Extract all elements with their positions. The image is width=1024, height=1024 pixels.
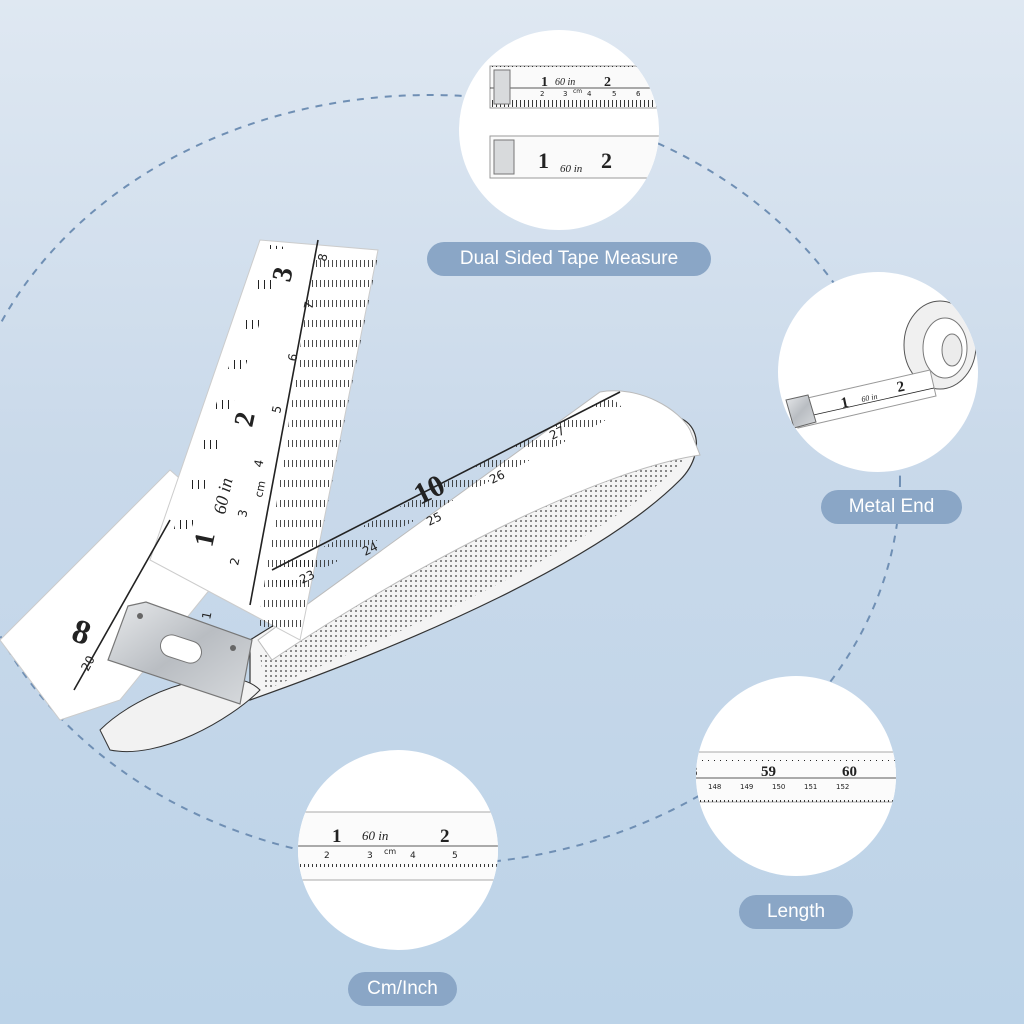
- svg-text:24: 24: [360, 539, 380, 558]
- main-unit: cm: [252, 480, 268, 499]
- svg-text:26: 26: [487, 467, 507, 486]
- cm-inch-cm-numbers: 2 3 cm 4 5: [324, 847, 458, 861]
- length-cm-numbers: 148 149 150 151 152: [708, 783, 849, 791]
- detail-circle-length: 8 59 60 148 149 150 151 152: [690, 676, 896, 876]
- detail-circle-cm-inch: 1 60 in 2 2 3 cm 4 5: [298, 750, 498, 950]
- metal-brand: 60 in: [861, 392, 879, 404]
- main-inch-1: 1: [189, 529, 222, 549]
- svg-text:150: 150: [772, 783, 785, 791]
- svg-text:cm: cm: [573, 88, 582, 95]
- length-inch-60: 60: [842, 764, 857, 780]
- svg-text:3: 3: [235, 508, 250, 518]
- svg-text:2: 2: [540, 90, 544, 98]
- cm-inch-2: 2: [440, 826, 450, 847]
- svg-text:2: 2: [227, 556, 242, 566]
- loop-cm-numbers: 23 24 25 26 27: [297, 423, 567, 586]
- bottom-inch-1: 1: [538, 148, 549, 173]
- svg-text:6: 6: [285, 352, 300, 362]
- svg-text:5: 5: [452, 851, 458, 861]
- svg-text:151: 151: [804, 783, 817, 791]
- main-inch-3: 3: [267, 264, 300, 284]
- top-inch-1: 1: [541, 75, 548, 90]
- metal-end-label: Metal End: [821, 490, 962, 524]
- svg-text:149: 149: [740, 783, 753, 791]
- bottom-inch-2: 2: [601, 148, 612, 173]
- metal-inch-1: 1: [840, 395, 851, 412]
- top-inch-2: 2: [604, 75, 611, 90]
- tape-main: 3 2 1 60 in cm 1 2 3 4 5 6 7 8 10 23 24 …: [0, 239, 701, 752]
- svg-text:4: 4: [587, 90, 592, 98]
- svg-text:152: 152: [836, 783, 849, 791]
- top-brand: 60 in: [555, 77, 575, 88]
- dual-sided-label: Dual Sided Tape Measure: [427, 242, 711, 276]
- metal-inch-2: 2: [896, 379, 907, 396]
- svg-text:5: 5: [612, 90, 616, 98]
- main-inch-2: 2: [229, 409, 262, 429]
- length-label: Length: [739, 895, 853, 929]
- svg-text:3: 3: [563, 90, 567, 98]
- svg-text:23: 23: [297, 567, 317, 586]
- length-inch-59: 59: [761, 764, 776, 780]
- svg-text:25: 25: [424, 509, 444, 528]
- svg-text:27: 27: [547, 423, 567, 442]
- svg-text:3: 3: [367, 851, 373, 861]
- svg-text:5: 5: [269, 404, 284, 414]
- cm-inch-label: Cm/Inch: [348, 972, 457, 1006]
- svg-text:6: 6: [636, 90, 641, 98]
- detail-circle-metal-end: 1 60 in 2: [778, 272, 978, 472]
- main-cm-numbers: 1 2 3 4 5 6 7 8: [199, 252, 330, 620]
- bottom-brand: 60 in: [560, 163, 583, 175]
- left-cm-20: 20: [78, 653, 98, 673]
- svg-text:2: 2: [324, 851, 330, 861]
- svg-text:4: 4: [251, 458, 266, 468]
- svg-text:4: 4: [410, 851, 416, 861]
- svg-text:1: 1: [199, 610, 214, 620]
- svg-text:cm: cm: [384, 847, 396, 856]
- svg-text:7: 7: [301, 300, 316, 310]
- cm-inch-brand: 60 in: [362, 828, 388, 843]
- svg-text:148: 148: [708, 783, 721, 791]
- svg-text:8: 8: [315, 252, 330, 262]
- length-inch-58-partial: 8: [690, 764, 698, 780]
- cm-inch-1: 1: [332, 826, 342, 847]
- detail-circle-dual-sided: 1 60 in 2 2 3 cm 4 5 6 1 60 in 2: [459, 30, 659, 230]
